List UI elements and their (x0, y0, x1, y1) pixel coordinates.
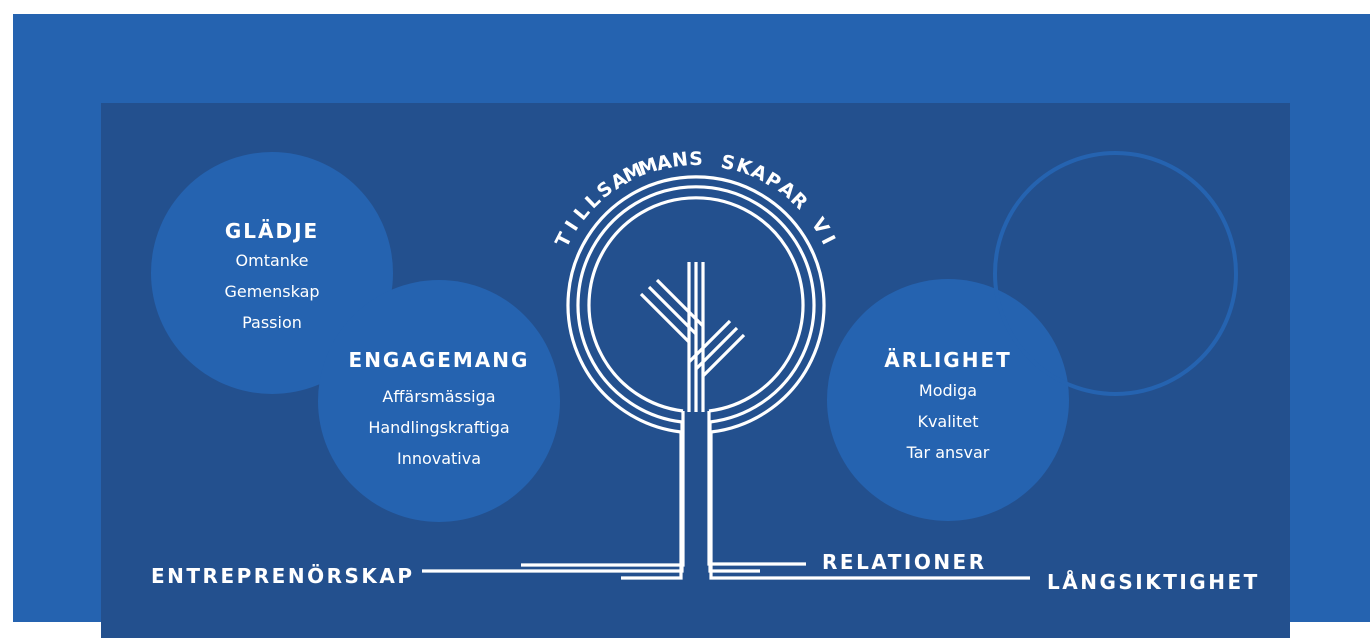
root-label-relationer: RELATIONER (822, 550, 987, 574)
arlighet-title: ÄRLIGHET (884, 348, 1012, 372)
engagemang-item: Innovativa (396, 449, 482, 468)
engagemang-circle (318, 280, 560, 522)
engagemang-title: ENGAGEMANG (348, 348, 530, 372)
root-label-entreprenorskap: ENTREPRENÖRSKAP (151, 564, 415, 588)
gladje-item: Omtanke (235, 251, 309, 270)
gladje-item: Gemenskap (224, 282, 320, 301)
arlighet-item: Modiga (918, 381, 978, 400)
arlighet-item: Kvalitet (917, 412, 979, 431)
engagemang-item: Affärsmässiga (382, 387, 496, 406)
empty-ring (993, 151, 1238, 396)
gladje-title: GLÄDJE (224, 219, 320, 243)
root-label-langsiktighet: LÅNGSIKTIGHET (1047, 570, 1260, 594)
arc-title-letter: S (689, 148, 703, 170)
gladje-item: Passion (242, 313, 302, 332)
arlighet-item: Tar ansvar (906, 443, 990, 462)
engagemang-item: Handlingskraftiga (368, 418, 510, 437)
